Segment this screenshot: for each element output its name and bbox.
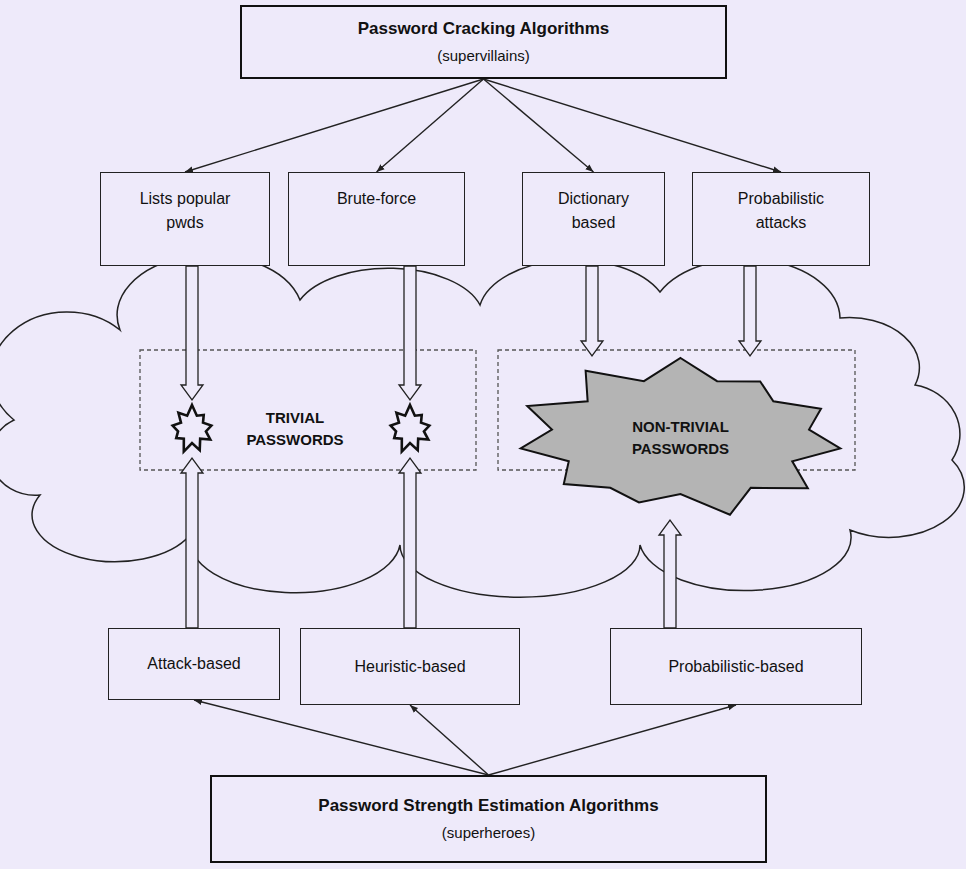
node-label: Probabilistic attacks — [721, 187, 841, 235]
node-label: Probabilistic-based — [668, 656, 803, 678]
starburst-icon — [173, 405, 212, 452]
arrow-line — [194, 700, 489, 775]
node-label: Lists popular pwds — [125, 187, 245, 235]
starburst-shape: NON-TRIVIAL PASSWORDS — [503, 356, 858, 520]
trivial-group: TRIVIAL PASSWORDS — [150, 400, 440, 458]
arrow-line — [484, 79, 594, 172]
node-label: Heuristic-based — [354, 656, 465, 678]
arrow-line — [410, 705, 489, 775]
block-arrow — [181, 266, 203, 400]
arrow-line — [489, 705, 737, 775]
node-label: NON-TRIVIAL PASSWORDS — [606, 416, 756, 460]
block-arrow — [399, 266, 421, 400]
starburst-outline — [503, 356, 858, 520]
block-arrow — [581, 266, 603, 356]
estimator-box: Attack-based — [108, 628, 280, 700]
node-subtitle: (supervillains) — [437, 45, 530, 67]
attack-box: Brute-force — [288, 172, 465, 266]
node-label: TRIVIAL PASSWORDS — [239, 407, 351, 451]
block-arrow — [739, 266, 761, 356]
node-label: Brute-force — [337, 187, 416, 211]
title-box: Password Strength Estimation Algorithms (… — [210, 775, 767, 863]
estimator-box: Heuristic-based — [300, 628, 520, 705]
block-arrow — [399, 458, 421, 628]
node-label: Password Strength Estimation Algorithms — [318, 794, 658, 818]
block-arrow — [181, 458, 203, 628]
node-label: Dictionary based — [544, 187, 644, 235]
attack-box: Lists popular pwds — [100, 172, 270, 266]
node-subtitle: (superheroes) — [442, 822, 535, 844]
node-label: Attack-based — [147, 653, 240, 675]
estimator-box: Probabilistic-based — [610, 628, 862, 705]
cloud-outline — [0, 255, 964, 597]
arrow-line — [185, 79, 484, 172]
attack-box: Dictionary based — [522, 172, 665, 266]
arrow-line — [484, 79, 782, 172]
small-starbursts — [150, 400, 440, 458]
node-label: Password Cracking Algorithms — [358, 17, 610, 41]
starburst-icon — [391, 405, 430, 452]
attack-box: Probabilistic attacks — [692, 172, 870, 266]
arrow-line — [377, 79, 484, 172]
block-arrow — [659, 520, 681, 628]
title-box: Password Cracking Algorithms (supervillai… — [240, 5, 727, 79]
